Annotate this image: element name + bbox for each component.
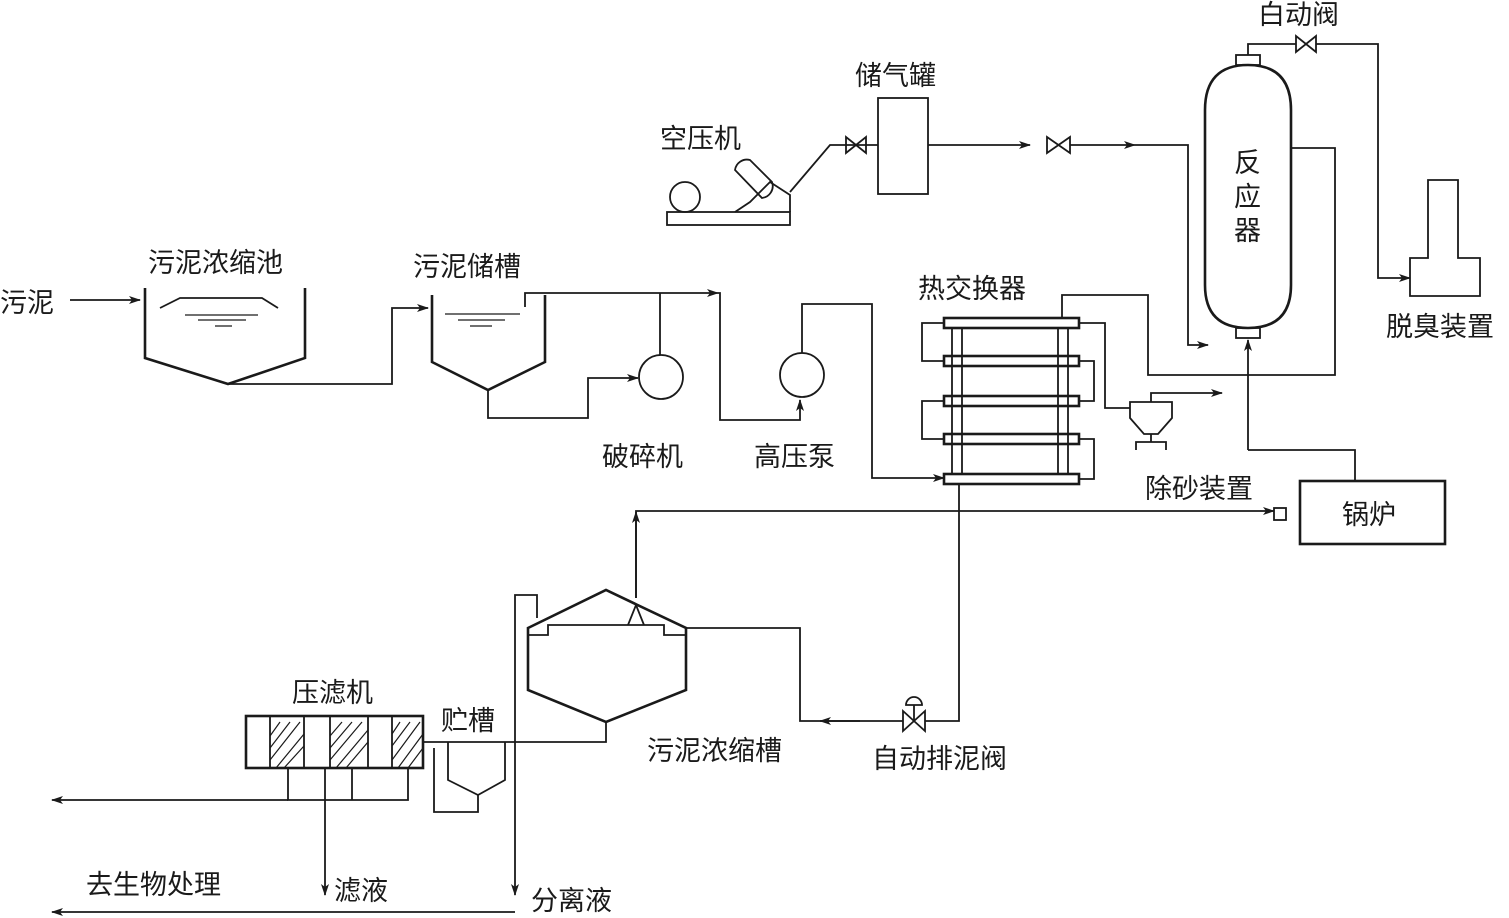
label-desander: 除砂装置	[1145, 474, 1253, 505]
thickener-to-holding-line	[422, 722, 607, 743]
desander	[1129, 401, 1173, 450]
valve-to-thickener-line	[686, 627, 903, 722]
top-auto-valve	[1295, 34, 1317, 54]
label-deodorizer: 脱臭装置	[1386, 312, 1494, 343]
reactor-air-valve	[1046, 135, 1071, 155]
label-holding-tank: 贮槽	[441, 706, 495, 737]
reactor-to-top-valve-line	[1247, 43, 1296, 55]
label-gas-tank: 储气罐	[855, 61, 936, 92]
label-compressor: 空压机	[660, 124, 741, 155]
reactor-outlet-loop	[1061, 147, 1336, 376]
boiler-steam-line	[1248, 449, 1356, 481]
label-storage-tank: 污泥储槽	[413, 252, 521, 283]
label-sludge-in: 污泥	[0, 288, 54, 319]
crusher	[638, 354, 684, 400]
gas-storage-tank	[877, 97, 929, 195]
air-to-reactor-line	[1135, 144, 1209, 349]
label-crusher: 破碎机	[602, 442, 683, 473]
auto-discharge-valve	[902, 696, 926, 734]
label-hp-pump: 高压泵	[754, 442, 835, 473]
sludge-thickening-pond	[143, 288, 307, 386]
deodorizer	[1409, 179, 1481, 297]
desander-to-reactor-line	[1150, 389, 1223, 402]
exchanger-to-discharge-line	[925, 484, 960, 722]
air-compressor	[666, 158, 791, 226]
pump-to-exchanger-line	[801, 303, 945, 482]
label-to-bio: 去生物处理	[86, 870, 221, 901]
storage-to-pump-line	[718, 292, 804, 421]
boiler-outlet	[1273, 507, 1287, 521]
holding-to-press-line	[433, 748, 479, 813]
holding-tank	[447, 742, 506, 797]
gastank-inlet-valve	[845, 135, 867, 155]
filter-press	[244, 714, 425, 801]
label-boiler: 锅炉	[1342, 500, 1396, 531]
label-auto-discharge-valve: 自动排泥阀	[872, 744, 1007, 775]
label-heat-exchanger: 热交换器	[918, 274, 1026, 305]
boiler-to-thickener-line	[635, 510, 1260, 598]
sludge-thickener	[526, 588, 688, 724]
thickener-overflow-line	[514, 594, 538, 660]
heat-exchanger	[921, 316, 1130, 486]
high-pressure-pump	[779, 352, 825, 398]
sludge-storage-tank	[430, 292, 547, 392]
label-thickening-pond: 污泥浓缩池	[148, 248, 283, 279]
label-filter-press: 压滤机	[292, 678, 373, 709]
compressor-to-gastank-line	[789, 144, 878, 193]
boiler	[1298, 479, 1447, 546]
label-separated-liquid: 分离液	[531, 886, 612, 917]
label-reactor: 反应器	[1234, 148, 1261, 247]
pond-to-storage-line	[228, 304, 429, 385]
label-thickener: 污泥浓缩槽	[647, 736, 782, 767]
valve-to-deodorizer-line	[1316, 43, 1411, 282]
label-filtrate: 滤液	[334, 876, 388, 907]
label-auto-valve-top: 白动阀	[1258, 0, 1339, 31]
storage-to-crusher-line	[487, 374, 639, 419]
